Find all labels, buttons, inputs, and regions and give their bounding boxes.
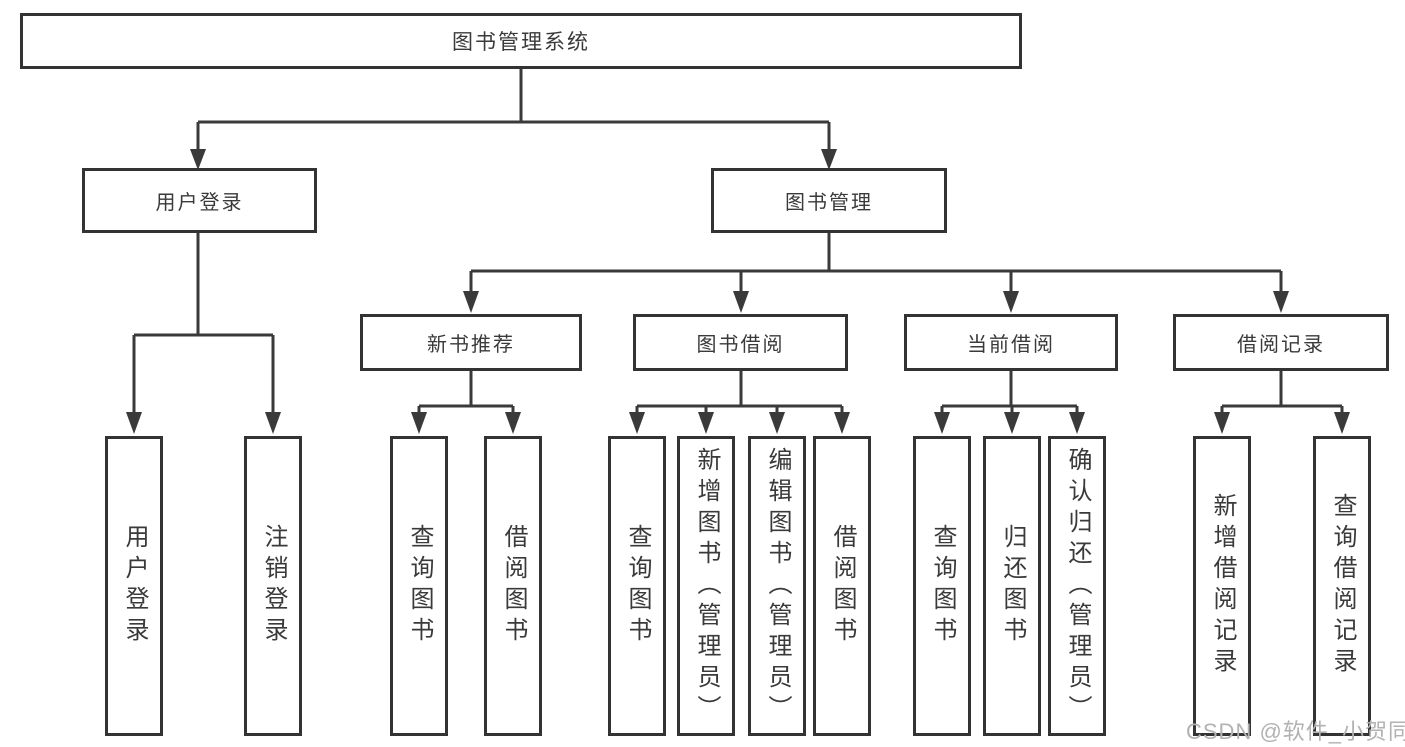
node-label: 查询图书 bbox=[406, 524, 433, 648]
node-user-login-module: 用户登录 bbox=[82, 168, 317, 233]
csdn-watermark: CSDN @软件_小贺同学 bbox=[1186, 719, 1405, 744]
node-query-book-leaf: 查询图书 bbox=[390, 436, 448, 736]
connector-borrow-branch bbox=[635, 371, 844, 414]
node-label: 确认归还（管理员） bbox=[1064, 446, 1091, 726]
node-new-book-recommend: 新书推荐 bbox=[360, 314, 582, 371]
node-root-system: 图书管理系统 bbox=[20, 13, 1022, 69]
node-label: 图书管理 bbox=[785, 192, 873, 214]
arrow-down-icon bbox=[1069, 412, 1085, 434]
arrow-down-icon bbox=[834, 412, 850, 434]
node-label: 新增借阅记录 bbox=[1209, 493, 1236, 679]
node-return-book-leaf: 归还图书 bbox=[983, 436, 1041, 736]
node-query-book-leaf: 查询图书 bbox=[913, 436, 971, 736]
node-borrowing-records: 借阅记录 bbox=[1173, 314, 1389, 371]
node-add-borrow-record-leaf: 新增借阅记录 bbox=[1193, 436, 1251, 736]
node-label: 注销登录 bbox=[260, 524, 287, 648]
node-label: 用户登录 bbox=[155, 192, 244, 214]
node-label: 归还图书 bbox=[999, 524, 1026, 648]
node-borrow-book-leaf: 借阅图书 bbox=[484, 436, 542, 736]
connector-new-book-branch bbox=[417, 371, 515, 414]
connector-root-branch bbox=[196, 69, 831, 152]
node-label: 借阅记录 bbox=[1237, 334, 1325, 356]
node-user-login-leaf: 用户登录 bbox=[105, 436, 163, 736]
node-book-borrowing: 图书借阅 bbox=[633, 314, 848, 371]
node-label: 用户登录 bbox=[121, 524, 148, 648]
arrow-down-icon bbox=[1004, 412, 1020, 434]
node-label: 新增图书（管理员） bbox=[693, 446, 720, 726]
connector-current-branch bbox=[940, 371, 1079, 414]
arrow-down-icon bbox=[1273, 291, 1289, 313]
arrow-down-icon bbox=[411, 412, 427, 434]
node-confirm-return-admin-leaf: 确认归还（管理员） bbox=[1048, 436, 1106, 736]
arrow-down-icon bbox=[821, 149, 837, 170]
arrow-down-icon bbox=[733, 291, 749, 313]
arrow-down-icon bbox=[769, 412, 785, 434]
node-query-book-leaf: 查询图书 bbox=[608, 436, 666, 736]
node-label: 新书推荐 bbox=[427, 334, 515, 356]
arrow-down-icon bbox=[190, 149, 206, 170]
node-label: 当前借阅 bbox=[967, 334, 1055, 356]
node-add-book-admin-leaf: 新增图书（管理员） bbox=[677, 436, 735, 736]
arrow-down-icon bbox=[1214, 412, 1230, 434]
arrow-down-icon bbox=[126, 412, 142, 434]
node-label: 图书管理系统 bbox=[452, 31, 590, 54]
arrow-down-icon bbox=[505, 412, 521, 434]
arrow-down-icon bbox=[629, 412, 645, 434]
arrow-down-icon bbox=[463, 291, 479, 313]
node-book-management-module: 图书管理 bbox=[711, 168, 947, 233]
arrow-down-icon bbox=[1003, 291, 1019, 313]
node-label: 借阅图书 bbox=[500, 524, 527, 648]
arrow-down-icon bbox=[1334, 412, 1350, 434]
node-label: 编辑图书（管理员） bbox=[764, 446, 791, 726]
node-query-borrow-record-leaf: 查询借阅记录 bbox=[1313, 436, 1371, 736]
node-logout-leaf: 注销登录 bbox=[244, 436, 302, 736]
node-label: 查询图书 bbox=[929, 524, 956, 648]
node-label: 图书借阅 bbox=[696, 334, 785, 356]
node-current-borrowing: 当前借阅 bbox=[904, 314, 1118, 371]
node-borrow-book-leaf: 借阅图书 bbox=[813, 436, 871, 736]
connector-user-login-branch bbox=[132, 233, 275, 414]
node-label: 借阅图书 bbox=[829, 524, 856, 648]
arrow-down-icon bbox=[698, 412, 714, 434]
arrow-down-icon bbox=[265, 412, 281, 434]
arrow-down-icon bbox=[934, 412, 950, 434]
node-label: 查询借阅记录 bbox=[1329, 493, 1356, 679]
connector-book-mgmt-branch bbox=[469, 233, 1283, 293]
connector-record-branch bbox=[1220, 371, 1344, 414]
node-label: 查询图书 bbox=[624, 524, 651, 648]
node-edit-book-admin-leaf: 编辑图书（管理员） bbox=[748, 436, 806, 736]
